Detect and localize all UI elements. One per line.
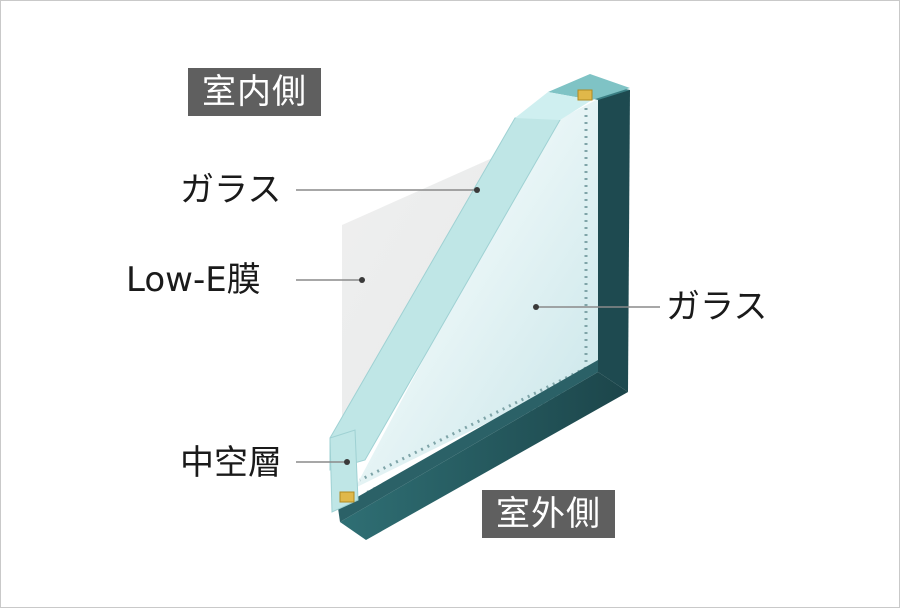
frame-top-cap-edge — [515, 92, 592, 120]
indoor-tag: 室内側 — [188, 68, 321, 116]
frame-bottom-top — [338, 360, 598, 522]
leader-air-layer-dot — [344, 459, 350, 465]
frame-bottom — [340, 372, 628, 540]
label-air-layer: 中空層 — [180, 443, 282, 483]
leader-low-e-dot — [359, 277, 365, 283]
leader-glass-inner-dot — [474, 187, 480, 193]
spacer-dots-bottom — [359, 366, 587, 482]
label-glass-inner: ガラス — [180, 170, 282, 210]
frame-right-side — [598, 88, 630, 392]
frame-top-cap — [548, 74, 630, 100]
outer-glass-face — [355, 98, 600, 488]
leader-glass-outer-dot — [533, 304, 539, 310]
desiccant-bottom — [339, 491, 355, 503]
outdoor-tag: 室外側 — [482, 490, 615, 538]
label-glass-outer: ガラス — [666, 287, 768, 327]
desiccant-top — [577, 89, 593, 101]
label-low-e: Low-E膜 — [126, 260, 261, 300]
